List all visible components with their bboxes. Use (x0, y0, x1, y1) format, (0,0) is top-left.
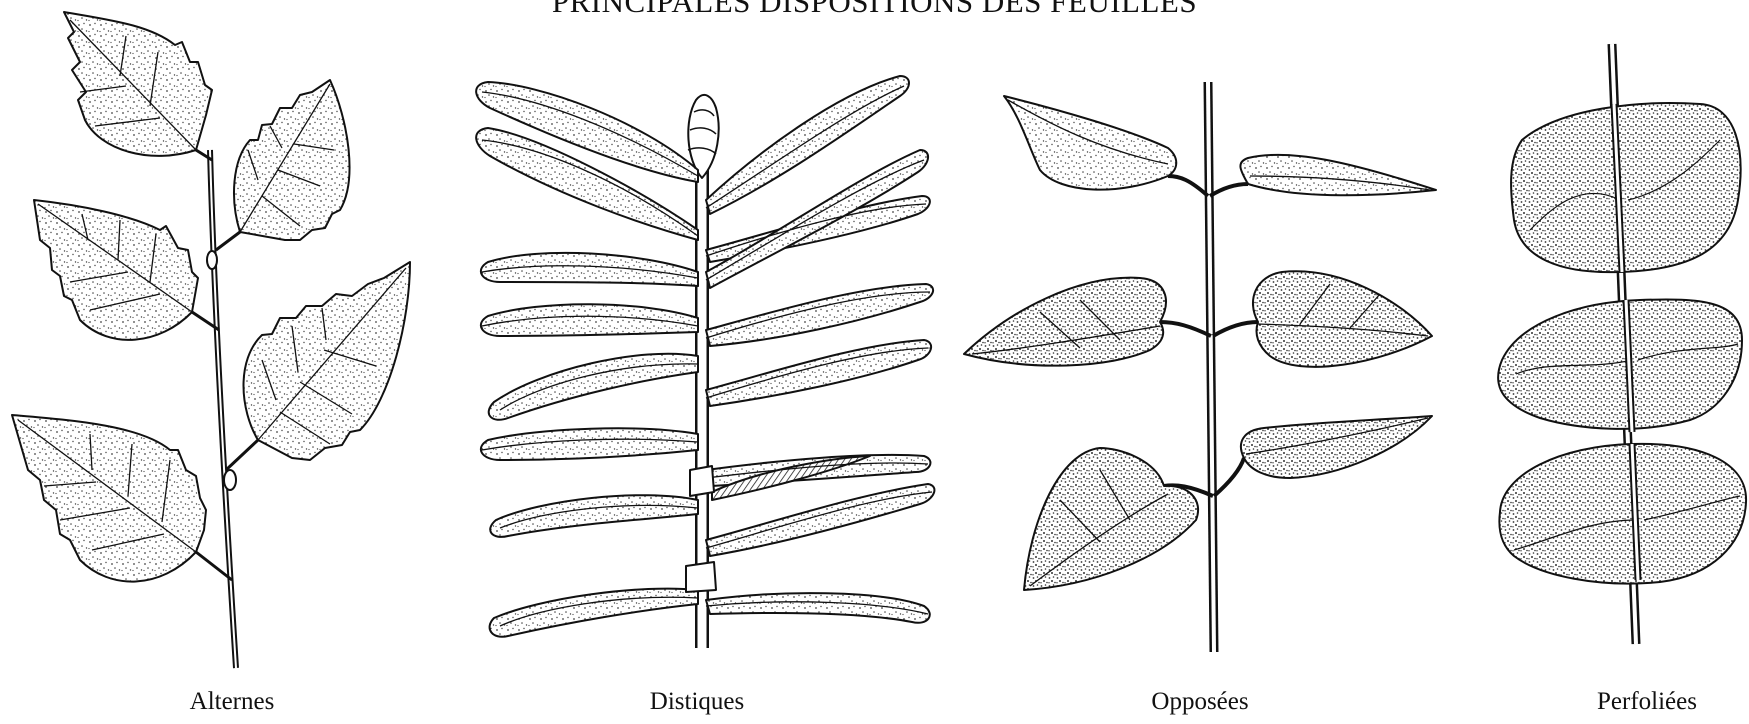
caption-perfoliees: Perfoliées (1517, 688, 1749, 716)
perfoliate-leaf-arrangement-icon (1498, 44, 1746, 644)
caption-alternes: Alternes (102, 688, 362, 716)
caption-distiques: Distiques (567, 688, 827, 716)
opposite-leaf-arrangement-icon (964, 82, 1436, 652)
distichous-leaf-arrangement-icon (476, 76, 934, 648)
caption-opposees: Opposées (1070, 688, 1330, 716)
alternate-leaf-arrangement-icon (12, 12, 410, 668)
